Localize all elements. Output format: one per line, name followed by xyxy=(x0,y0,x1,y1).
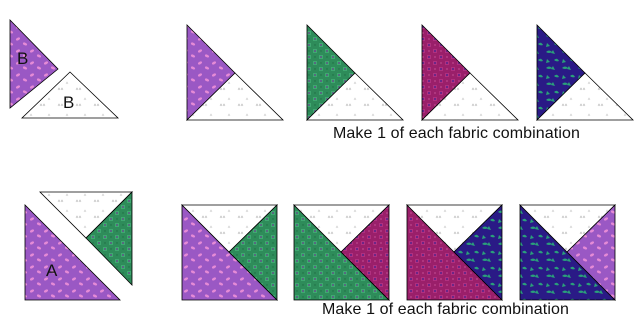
square-magenta-navy xyxy=(407,205,502,300)
top-row-blocks xyxy=(187,25,633,120)
caption-top: Make 1 of each fabric combination xyxy=(333,125,580,143)
caption-bottom: Make 1 of each fabric combination xyxy=(322,301,569,319)
label-b-upper: B xyxy=(17,49,28,68)
top-left-pieces: B B xyxy=(10,20,118,118)
square-green-magenta xyxy=(294,205,389,300)
square-navy-purple xyxy=(520,205,615,300)
block-navy xyxy=(537,25,633,120)
bottom-left-pieces: A xyxy=(25,192,132,300)
block-magenta xyxy=(422,25,518,120)
label-b-lower: B xyxy=(63,93,74,112)
bottom-row-blocks xyxy=(182,205,615,300)
block-green xyxy=(307,25,403,120)
label-a: A xyxy=(46,261,58,280)
block-purple xyxy=(187,25,283,120)
square-purple-green xyxy=(182,205,277,300)
